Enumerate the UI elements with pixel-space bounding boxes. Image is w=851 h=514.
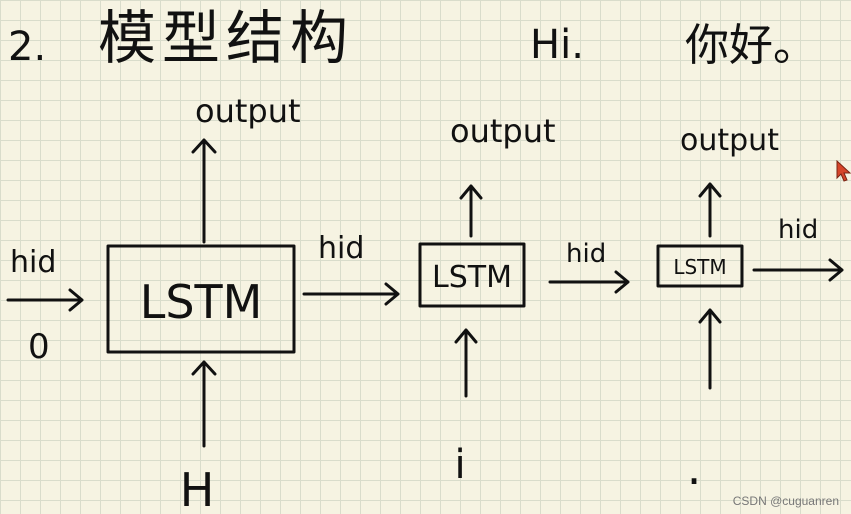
input-arrow-3 [698,308,722,390]
output-arrow-2 [459,184,483,238]
lstm-cell-3-label: LSTM [673,255,726,279]
output-arrow-1 [191,138,217,244]
lstm-cell-1 [106,244,296,354]
hidden-arrow-2 [548,270,630,294]
example-english: Hi. [530,22,584,68]
lstm-cell-2 [418,242,526,308]
hidden-in-label: hid [10,245,56,280]
hidden-in-arrow [6,288,84,312]
input-token-1: H [180,463,215,514]
input-arrow-1 [191,360,217,448]
hidden-in-value: 0 [28,327,50,367]
input-token-3: . [687,441,702,495]
output-label-1: output [195,92,301,130]
hidden-label-3: hid [778,215,818,245]
section-number: 2. [8,24,46,70]
watermark: CSDN @cuguanren [732,494,839,508]
section-title: 模型结构 [98,4,354,72]
lstm-cell-3 [656,244,744,288]
lstm-cell-1-label: LSTM [140,275,263,329]
output-arrow-3 [698,182,722,238]
mouse-pointer-icon [836,160,851,182]
hidden-label-1: hid [318,231,364,266]
lstm-cell-2-label: LSTM [432,260,512,295]
input-token-2: i [454,442,465,488]
output-label-2: output [450,112,556,150]
output-label-3: output [680,123,779,158]
example-chinese: 你好。 [685,20,817,71]
hidden-label-2: hid [566,239,606,269]
hidden-arrow-3 [752,258,844,282]
hidden-arrow-1 [302,282,400,306]
input-arrow-2 [454,328,478,398]
